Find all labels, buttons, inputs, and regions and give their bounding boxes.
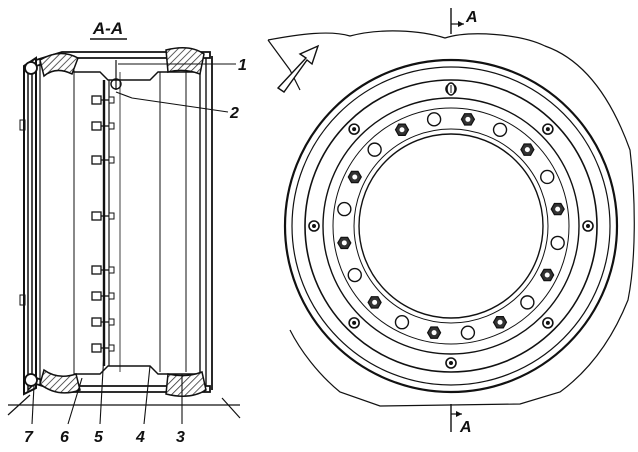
rim-bolt-icon [542,317,554,329]
callout-6: 6 [60,429,69,446]
hole-icon [492,122,508,137]
callout-2: 2 [229,105,239,122]
rim-bolt-icon [582,220,594,232]
rim-bolt-icon [445,357,457,369]
nut-icon [520,143,535,156]
bolt-icon [91,95,115,105]
hole-icon [460,325,476,340]
bolt-icon [91,317,115,327]
callout-4: 4 [135,429,145,446]
hole-icon [550,235,565,251]
nut-icon [394,123,410,136]
rim-bolt-icon [308,220,320,232]
rim-bolt-icon [542,123,554,135]
bolt-icon [91,211,115,221]
bead-top-right [165,47,205,76]
valve-icon [446,82,456,96]
nut-icon [347,170,362,184]
nut-icon [550,202,565,216]
callout-5: 5 [94,429,104,446]
cut-marker-top: A [450,8,478,34]
callout-3: 3 [176,429,185,446]
rim-bolt-icon [348,123,360,135]
outer-bolt-ring [308,83,594,369]
hole-icon [394,315,410,330]
bolt-icon [91,121,115,131]
nut-icon [540,268,555,282]
cut-label-bottom: A [459,419,472,436]
nut-icon [492,316,508,329]
wheel-rings [283,58,619,394]
hole-icon [337,201,352,217]
bolt-icon [91,291,115,301]
hole-icon [520,295,535,310]
bead-top-left [39,52,79,78]
nut-icon [460,113,476,126]
hole-icon [540,169,555,185]
arrow-icon [276,44,320,93]
rim-bolt-icon [348,317,360,329]
section-view: A-A [7,19,247,446]
bead-sections [39,47,207,397]
bead-bottom-left [39,368,81,394]
callout-7: 7 [24,429,34,446]
nut-icon [337,236,352,250]
cut-marker-bottom: A [450,404,472,436]
callout-1: 1 [238,57,247,74]
hole-icon [347,267,362,283]
ground-wedge [267,39,301,91]
hole-icon [426,112,442,127]
nut-icon [426,326,442,339]
bolt-icon [91,265,115,275]
bolt-icon [91,155,115,165]
cut-label-top: A [465,9,478,26]
leader-lines [31,63,236,425]
rim-outline [19,51,213,396]
inner-nut-ring [337,112,565,340]
lock-ring-top [24,61,38,75]
lock-ring-bottom [24,373,38,387]
section-title: A-A [92,19,123,38]
bolt-icon [91,343,115,353]
bead-bottom-right [165,370,207,397]
bolt-group [91,95,115,353]
hole-icon [367,142,382,157]
nut-icon [367,296,382,309]
tyre-background [267,30,635,407]
front-view: A A [267,8,635,436]
